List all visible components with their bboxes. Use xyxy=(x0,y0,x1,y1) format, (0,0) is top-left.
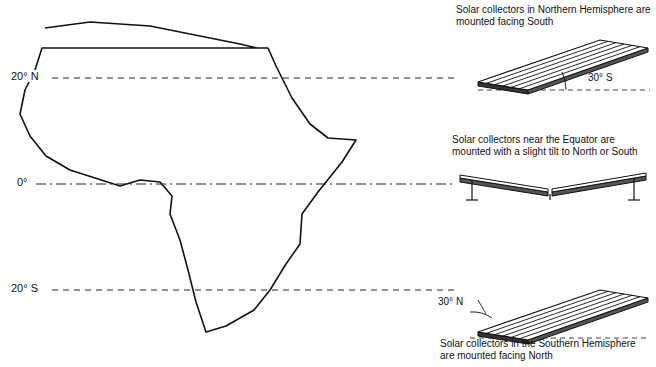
latitude-20n xyxy=(52,78,455,79)
collector-stripe xyxy=(520,297,640,339)
collector-equator xyxy=(460,173,646,200)
collector-stripe xyxy=(486,291,608,333)
collector-stripe xyxy=(511,295,632,337)
africa-outline xyxy=(20,22,356,332)
latitude-label: 20° S xyxy=(10,282,39,294)
collector-north xyxy=(478,40,650,94)
angle-label: 30° N xyxy=(438,296,463,308)
equator-line xyxy=(36,184,455,185)
collector-stripe xyxy=(503,44,624,86)
latitude-label: 20° N xyxy=(10,70,40,82)
latitude-label: 0° xyxy=(16,176,29,188)
angle-label: 30° S xyxy=(588,72,613,84)
collector-stripe xyxy=(511,45,632,87)
caption: Solar collectors near the Equator are mo… xyxy=(452,134,652,158)
latitude-20s xyxy=(52,290,455,291)
collector-stripe xyxy=(520,47,640,89)
caption: Solar collectors in the Southern Hemisph… xyxy=(440,338,652,362)
collector-south xyxy=(470,290,650,344)
collector-stripe xyxy=(503,294,624,336)
caption: Solar collectors in Northern Hemisphere … xyxy=(456,4,652,28)
collector-stripe xyxy=(495,43,616,85)
collector-stripe xyxy=(495,293,616,335)
